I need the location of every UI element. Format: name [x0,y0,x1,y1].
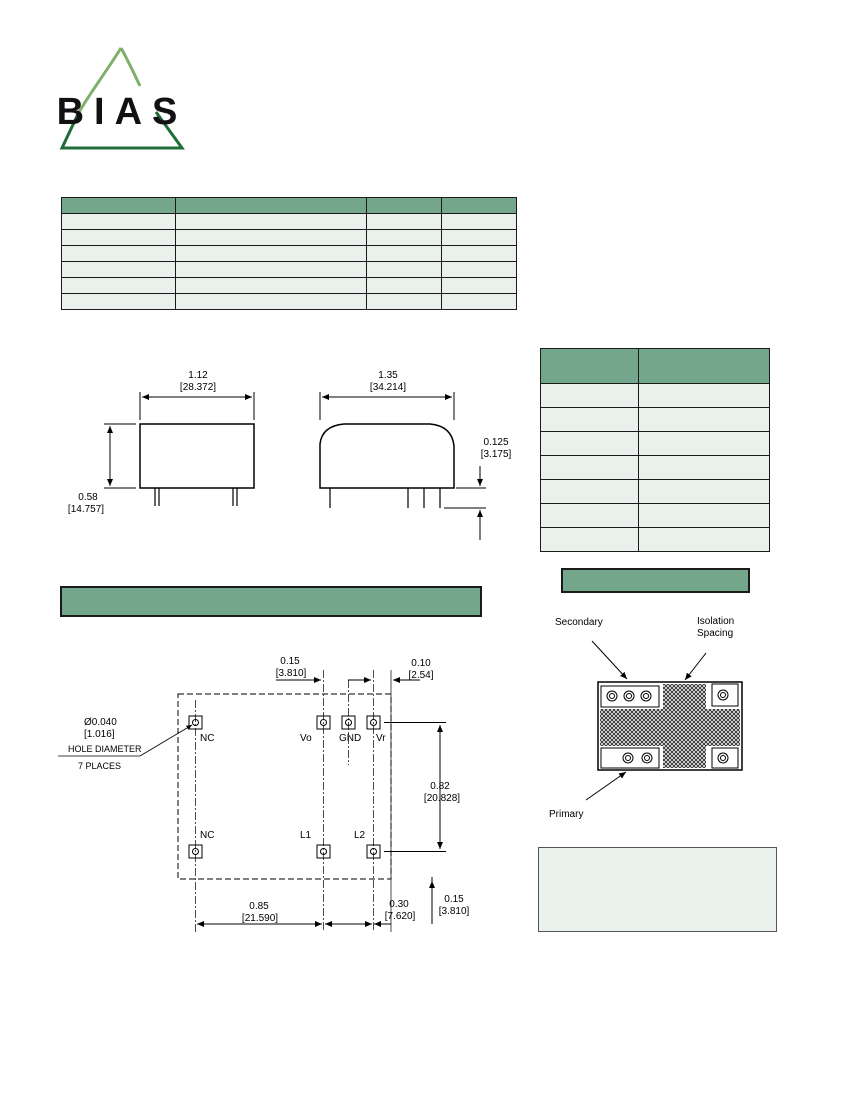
fp-dim-010-mm: [2.54] [408,670,433,681]
end-view-body [319,423,455,489]
pin-label-l2: L2 [354,830,366,841]
table-row [61,261,517,278]
table-row [61,293,517,310]
side-height-in: 0.58 [78,492,98,503]
pcb-footprint [58,670,446,932]
pin-table [540,348,770,552]
table-row [540,479,770,504]
pin-label-nc-bottom: NC [200,830,214,841]
fp-dim-082-in: 0.82 [430,781,450,792]
footprint-header-bar [60,586,482,617]
fp-places-label: 7 PLACES [78,761,121,771]
fp-dim-015-mm: [3.810] [276,668,307,679]
table-row [61,277,517,294]
fp-dim-015b-mm: [3.810] [439,906,470,917]
fp-hole-label: HOLE DIAMETER [68,744,142,754]
end-pin-mm: [3.175] [481,449,512,460]
fp-dim-010-in: 0.10 [411,658,431,669]
table-row [540,383,770,408]
fp-dim-085-in: 0.85 [249,901,269,912]
table-row [61,229,517,246]
fp-dim-030-in: 0.30 [389,899,409,910]
fp-hole-in: Ø0.040 [84,717,117,728]
pin-label-gnd: GND [339,733,361,744]
label-primary: Primary [549,809,583,820]
spec-table [61,197,517,310]
side-width-in: 1.12 [188,370,208,381]
logo-triangle-icon [59,47,185,150]
pin-label-l1: L1 [300,830,312,841]
table-row [540,407,770,432]
end-width-mm: [34.214] [370,382,406,393]
footprint-outline [177,693,392,880]
fp-dim-030-mm: [7.620] [385,911,416,922]
label-secondary: Secondary [555,617,603,628]
label-isolation-1: Isolation [697,616,734,627]
fp-dim-085-mm: [21.590] [242,913,278,924]
fp-dim-015b-in: 0.15 [444,894,464,905]
fp-dim-082-mm: [20.828] [424,793,460,804]
side-height-mm: [14.757] [68,504,104,515]
pin-label-nc-top: NC [200,733,214,744]
pin-table-header [540,348,770,384]
table-row [540,503,770,528]
side-width-mm: [28.372] [180,382,216,393]
table-row [61,213,517,230]
side-view-body [139,423,255,489]
table-row [540,455,770,480]
isolation-header-bar [561,568,750,593]
spec-table-header [61,197,517,214]
end-width-in: 1.35 [378,370,398,381]
isolation-board [597,681,743,771]
isolation-diagram [585,640,743,801]
fp-hole-mm: [1.016] [84,729,115,740]
table-row [61,245,517,262]
table-row [540,527,770,552]
bias-logo: BIAS [58,47,187,150]
pin-label-vr: Vr [376,733,386,744]
logo-text: BIAS [58,91,187,133]
pin-label-vo: Vo [300,733,312,744]
label-isolation-2: Spacing [697,628,733,639]
side-view [104,392,255,506]
note-box [538,847,777,932]
end-pin-in: 0.125 [483,437,508,448]
fp-dim-015-in: 0.15 [280,656,300,667]
end-view [319,392,486,540]
